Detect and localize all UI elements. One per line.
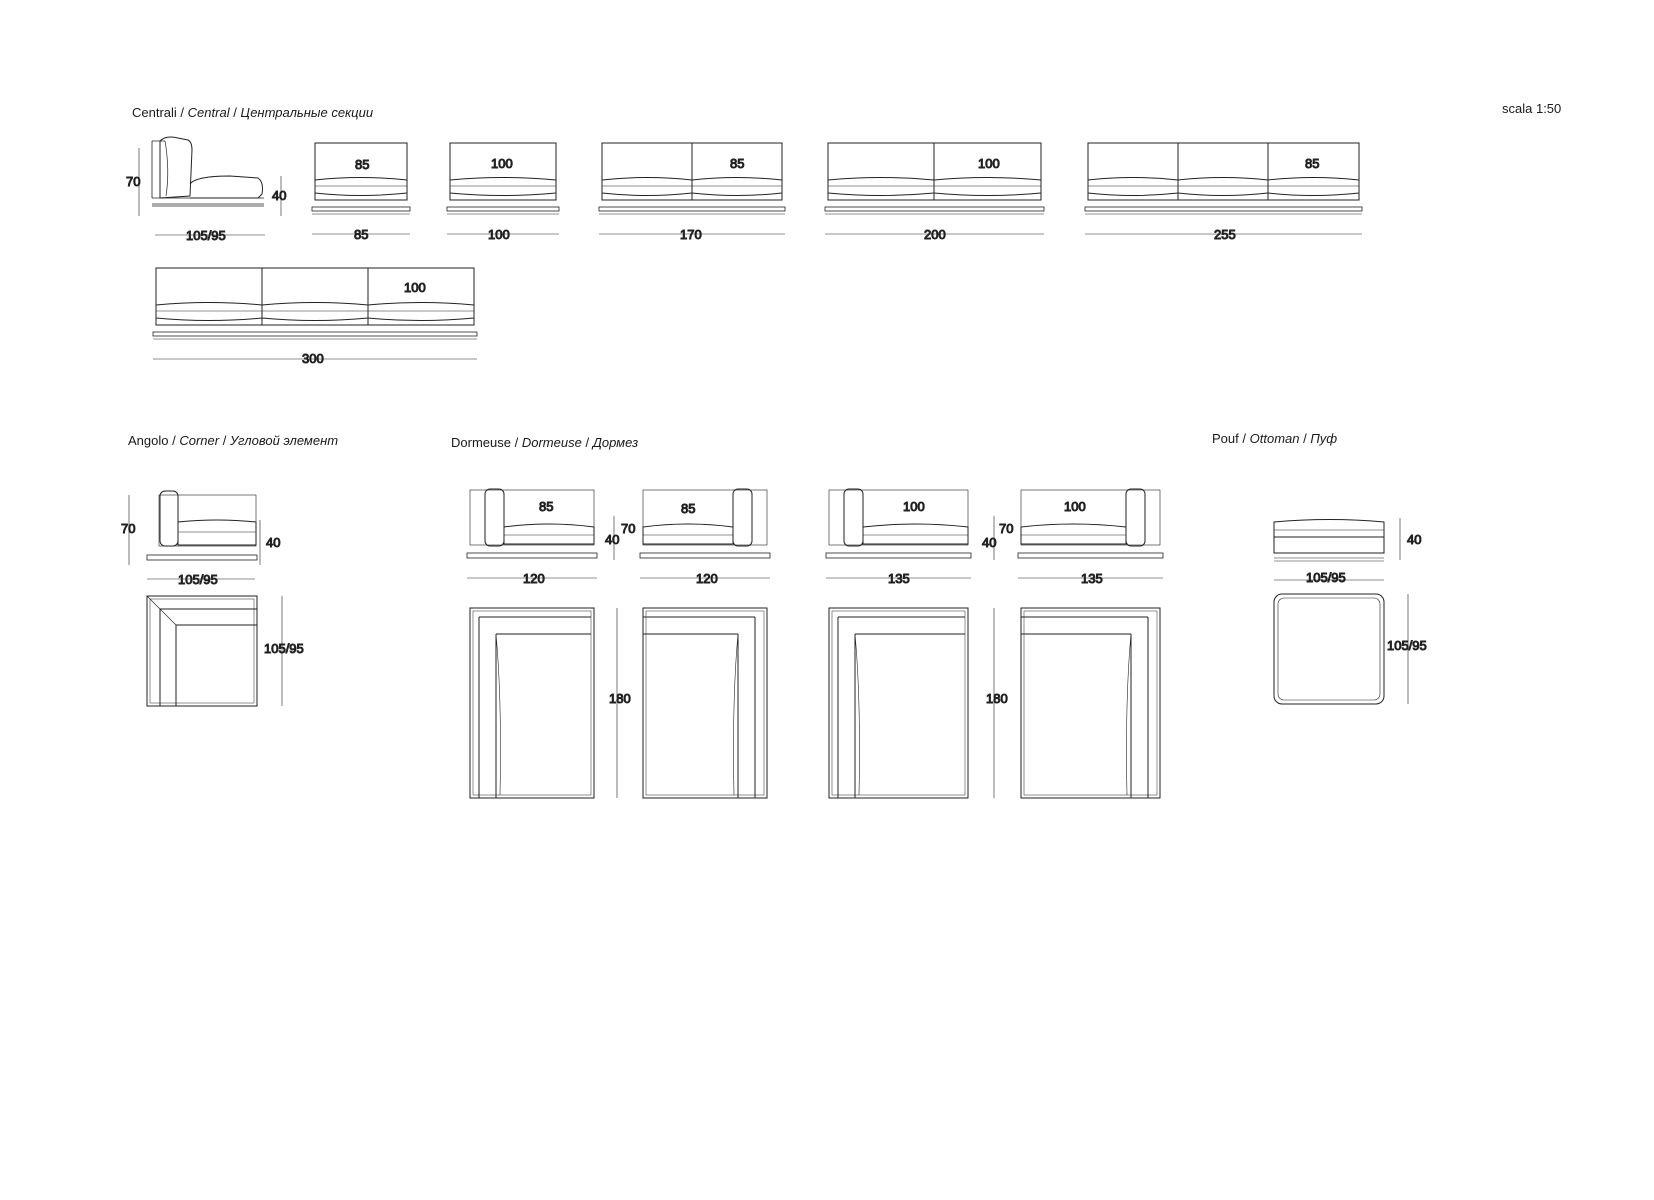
title-en: Dormeuse — [521, 435, 582, 450]
central-module-85 — [311, 142, 411, 235]
dormeuse-front-100-left — [825, 488, 972, 579]
seat-label-100: 100 — [903, 499, 925, 514]
dim-depth: 105/95 — [1306, 570, 1346, 585]
dim-width-100: 100 — [488, 227, 510, 242]
dim-height-40: 40 — [266, 535, 280, 550]
dim-depth: 105/95 — [186, 228, 226, 243]
dim-height-40: 40 — [272, 188, 286, 203]
title-ru: Центральные секции — [240, 105, 374, 120]
seat-label-85: 85 — [730, 156, 744, 171]
seat-label-85: 85 — [681, 501, 695, 516]
title-it: Dormeuse — [451, 435, 511, 450]
dim-height-70: 70 — [121, 521, 135, 536]
seat-label-85: 85 — [355, 157, 369, 172]
seat-label-85: 85 — [1305, 156, 1319, 171]
pouf-plan-view — [1273, 593, 1409, 705]
title-it: Angolo — [128, 433, 169, 448]
corner-front-view — [128, 490, 261, 580]
seat-label-100: 100 — [1064, 499, 1086, 514]
title-ru: Пуф — [1310, 431, 1338, 446]
seat-label-100: 100 — [978, 156, 1000, 171]
title-en: Central — [187, 105, 230, 120]
dormeuse-plan-100-left — [828, 607, 995, 799]
seat-label-100: 100 — [491, 156, 513, 171]
title-sep: / — [585, 435, 590, 450]
title-sep: / — [514, 435, 519, 450]
dim-height-40: 40 — [1407, 532, 1421, 547]
title-sep: / — [180, 105, 185, 120]
corner-plan-view — [146, 595, 283, 707]
title-en: Ottoman — [1249, 431, 1300, 446]
seat-label-100: 100 — [404, 280, 426, 295]
title-it: Pouf — [1212, 431, 1239, 446]
central-module-255 — [1084, 142, 1363, 235]
title-sep: / — [233, 105, 237, 120]
dim-depth: 105/95 — [264, 641, 304, 656]
dim-width-300: 300 — [302, 351, 324, 366]
title-sep: / — [1303, 431, 1307, 446]
dim-width-85: 85 — [354, 227, 368, 242]
dim-depth: 105/95 — [178, 572, 218, 587]
section-title-dormeuse: Dormeuse / Dormeuse / Дормез — [451, 435, 638, 450]
dormeuse-plan-100-right — [1020, 607, 1161, 799]
central-side-view — [138, 136, 282, 236]
central-module-170 — [598, 142, 786, 235]
dim-width-120: 120 — [523, 571, 545, 586]
title-ru: Угловой элемент — [229, 433, 339, 448]
central-module-300 — [152, 267, 478, 360]
dim-width-135: 135 — [1081, 571, 1103, 586]
dim-width-170: 170 — [680, 227, 702, 242]
dim-width-200: 200 — [924, 227, 946, 242]
dim-depth: 105/95 — [1387, 638, 1427, 653]
dim-width-135: 135 — [888, 571, 910, 586]
central-module-100 — [446, 142, 560, 235]
central-module-200 — [824, 142, 1045, 235]
section-title-corner: Angolo / Corner / Угловой элемент — [128, 433, 338, 448]
seat-label-85: 85 — [539, 499, 553, 514]
title-sep: / — [1242, 431, 1246, 446]
dim-height-40: 40 — [982, 535, 996, 550]
dormeuse-front-100-right — [1017, 488, 1164, 579]
scale-label: scala 1:50 — [1502, 101, 1562, 116]
dim-length-180: 180 — [609, 691, 631, 706]
dim-height-70: 70 — [999, 521, 1013, 536]
section-title-central: Centrali / Central / Центральные секции — [132, 105, 373, 120]
dim-height-70: 70 — [621, 521, 635, 536]
dim-height-70: 70 — [126, 174, 140, 189]
dim-height-40: 40 — [605, 532, 619, 547]
title-it: Centrali — [132, 105, 177, 120]
title-sep: / — [222, 433, 227, 448]
dim-width-120: 120 — [696, 571, 718, 586]
title-en: Corner — [179, 433, 220, 448]
title-ru: Дормез — [592, 435, 639, 450]
dormeuse-front-85-right — [639, 488, 771, 579]
title-sep: / — [172, 433, 176, 448]
dormeuse-plan-85-right — [642, 607, 768, 799]
dim-width-255: 255 — [1214, 227, 1236, 242]
dormeuse-front-85-left — [466, 488, 598, 579]
pouf-front-view — [1273, 518, 1401, 581]
dormeuse-plan-85-left — [469, 607, 618, 799]
section-title-pouf: Pouf / Ottoman / Пуф — [1212, 431, 1337, 446]
dim-length-180: 180 — [986, 691, 1008, 706]
